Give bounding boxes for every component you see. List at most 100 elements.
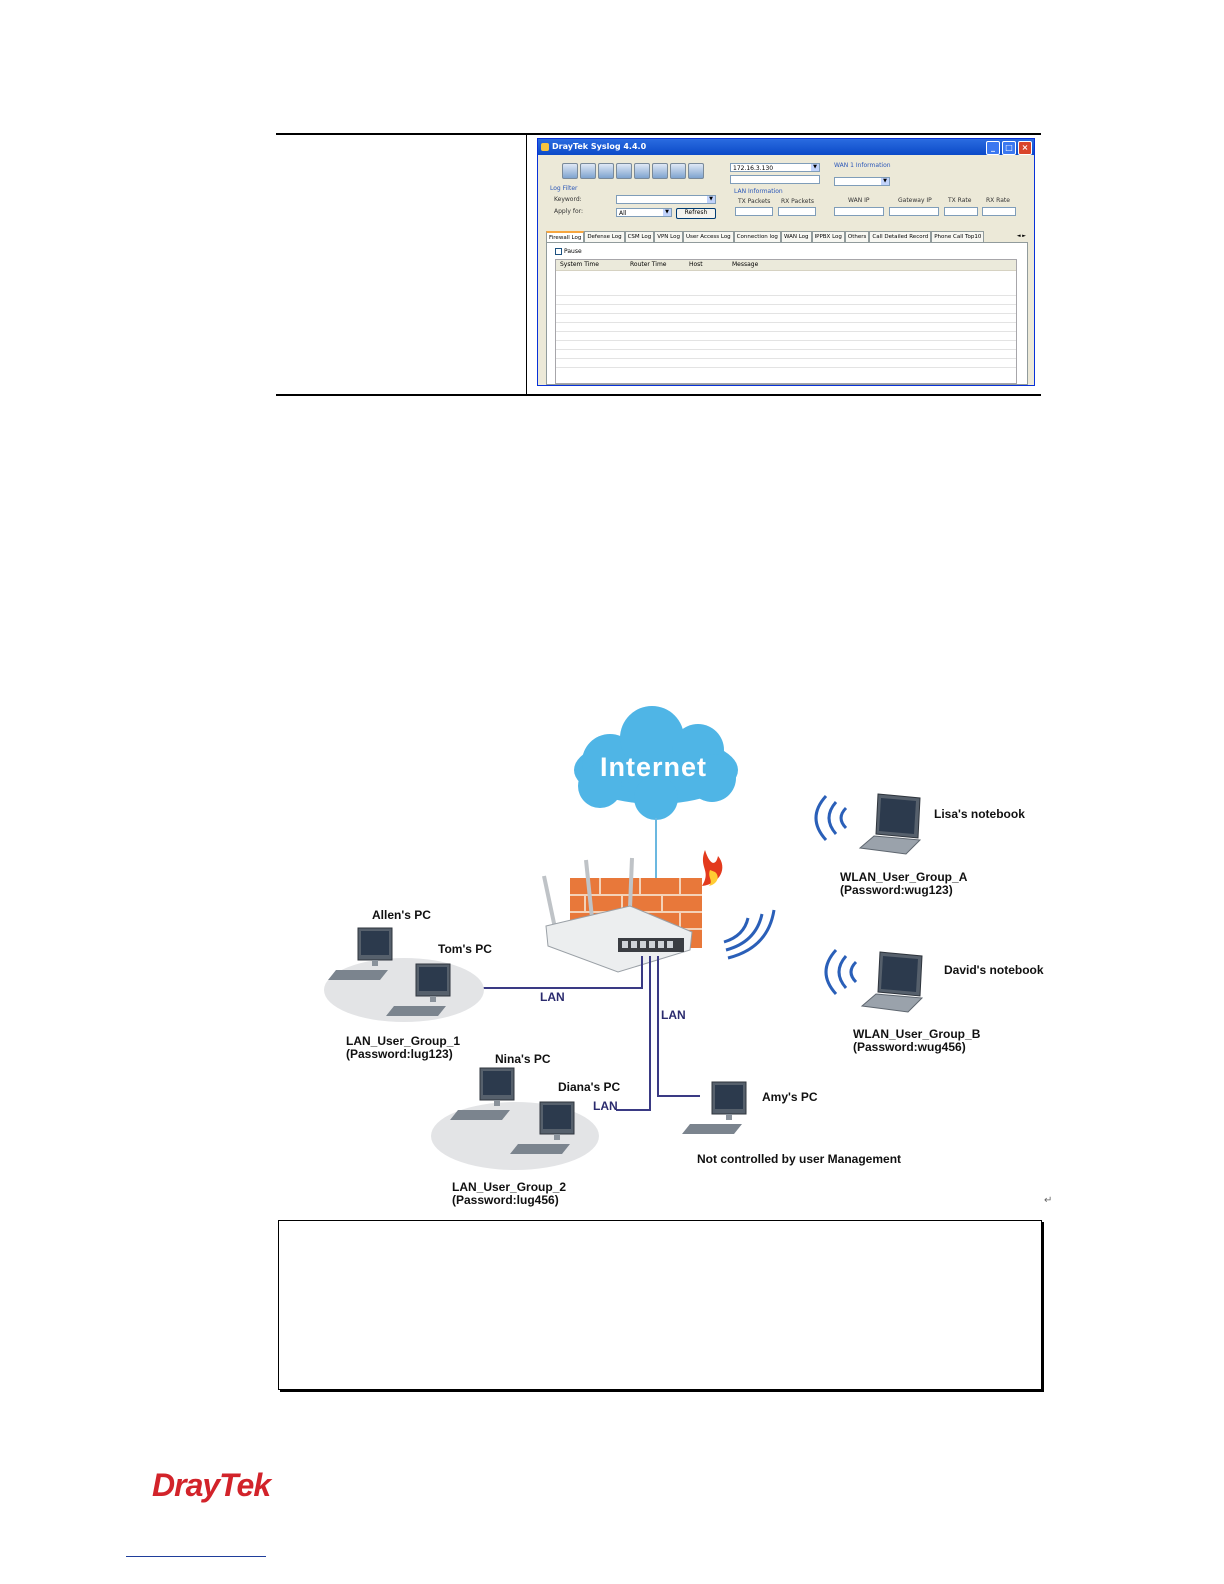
tab-ippbx-log[interactable]: IPPBX Log	[811, 231, 845, 242]
lan-group-1-password: (Password:lug123)	[346, 1047, 453, 1061]
wlan-group-b-password: (Password:wug456)	[853, 1040, 966, 1054]
refresh-button[interactable]: Refresh	[676, 208, 716, 219]
toolbar	[562, 163, 704, 179]
wan-ip-label: WAN IP	[848, 197, 870, 204]
tab-wan-log[interactable]: WAN Log	[780, 231, 812, 242]
desktop-pc-icon	[682, 1081, 747, 1134]
wireless-signal-icon	[824, 948, 858, 996]
chevron-down-icon: ▼	[881, 178, 889, 185]
keyword-label: Keyword:	[554, 196, 582, 203]
desktop-pc-icon	[510, 1101, 575, 1154]
close-button[interactable]: ×	[1018, 141, 1032, 155]
internet-label: Internet	[600, 752, 708, 782]
lan-link-label: LAN	[593, 1099, 618, 1113]
tab-scroll-arrows[interactable]: ◄ ►	[1016, 233, 1026, 239]
keyword-input[interactable]: ▼	[616, 195, 716, 204]
ip-select[interactable]: 172.16.3.130▼	[730, 163, 820, 172]
tx-rate-field	[944, 207, 978, 216]
lan-link-label: LAN	[661, 1008, 686, 1022]
table-row	[556, 358, 1016, 359]
wan-ip-field	[834, 207, 884, 216]
wireless-signal-icon	[814, 794, 848, 842]
tab-defense-log[interactable]: Defense Log	[584, 231, 625, 242]
maximize-button[interactable]: □	[1002, 141, 1016, 155]
pause-checkbox[interactable]: Pause	[555, 248, 582, 255]
table-row	[556, 295, 1016, 296]
rx-rate-label: RX Rate	[986, 197, 1010, 204]
globe-icon[interactable]	[634, 163, 650, 179]
david-notebook-label: David's notebook	[944, 963, 1044, 977]
tab-firewall-log[interactable]: Firewall Log	[546, 231, 585, 242]
tab-vpn-log[interactable]: VPN Log	[654, 231, 683, 242]
table-row	[556, 331, 1016, 332]
note-box	[278, 1220, 1042, 1390]
tab-phone-call-top10[interactable]: Phone Call Top10	[931, 231, 985, 242]
column-message[interactable]: Message	[732, 261, 759, 268]
apply-for-select[interactable]: All▼	[616, 208, 672, 217]
table-row	[556, 367, 1016, 368]
table-row	[556, 322, 1016, 323]
log-table-header: System Time Router Time Host Message	[556, 260, 1016, 271]
wan-select[interactable]: ▼	[834, 177, 890, 186]
minimize-button[interactable]: _	[986, 141, 1000, 155]
tab-connection-log[interactable]: Connection log	[733, 231, 781, 242]
laptop-icon	[860, 951, 924, 1013]
save-icon[interactable]	[562, 163, 578, 179]
lan-group-1-label: LAN_User_Group_1	[346, 1034, 461, 1048]
network-diagram-graphic	[324, 706, 924, 1170]
gateway-ip-label: Gateway IP	[898, 197, 932, 204]
tx-rate-label: TX Rate	[948, 197, 972, 204]
ip-status-field	[730, 175, 820, 184]
not-controlled-label: Not controlled by user Management	[697, 1152, 902, 1166]
window-title-bar: DrayTek Syslog 4.4.0 _ □ ×	[538, 139, 1034, 155]
log-table: System Time Router Time Host Message	[555, 259, 1017, 384]
chevron-down-icon: ▼	[663, 209, 671, 216]
allen-pc-label: Allen's PC	[372, 908, 431, 922]
rx-packets-label: RX Packets	[781, 198, 814, 205]
table-row	[556, 313, 1016, 314]
laptop-icon	[858, 793, 922, 855]
draytek-logo: DrayTek	[152, 1467, 271, 1503]
tab-csm-log[interactable]: CSM Log	[624, 231, 655, 242]
print-icon[interactable]	[616, 163, 632, 179]
tab-call-detailed-record[interactable]: Call Detailed Record	[869, 231, 932, 242]
column-system-time[interactable]: System Time	[560, 261, 599, 268]
firewall-log-pane: Pause System Time Router Time Host Messa…	[546, 242, 1028, 385]
cloud-icon	[574, 706, 738, 820]
table-column-divider	[526, 135, 527, 394]
tx-packets-label: TX Packets	[738, 198, 771, 205]
rx-packets-field	[778, 207, 816, 216]
chevron-down-icon: ▼	[707, 196, 715, 203]
chevron-down-icon: ▼	[811, 164, 819, 171]
checkbox-icon	[555, 248, 562, 255]
edit-icon[interactable]	[598, 163, 614, 179]
app-icon	[541, 143, 549, 151]
log-tabs: Firewall Log Defense Log CSM Log VPN Log…	[546, 231, 1028, 243]
apply-for-label: Apply for:	[554, 208, 584, 215]
desktop-pc-icon	[450, 1067, 515, 1120]
footer-rule	[126, 1556, 266, 1557]
tab-user-access-log[interactable]: User Access Log	[682, 231, 734, 242]
search-icon[interactable]	[670, 163, 686, 179]
table-row	[556, 340, 1016, 341]
tom-pc-label: Tom's PC	[438, 942, 492, 956]
tools-icon[interactable]	[652, 163, 668, 179]
open-icon[interactable]	[580, 163, 596, 179]
desktop-pc-icon	[386, 963, 451, 1016]
tx-packets-field	[735, 207, 773, 216]
lan-group-2-password: (Password:lug456)	[452, 1193, 559, 1207]
tab-others[interactable]: Others	[844, 231, 870, 242]
column-router-time[interactable]: Router Time	[630, 261, 667, 268]
wlan-group-a-label: WLAN_User_Group_A	[840, 870, 968, 884]
refresh-icon[interactable]	[688, 163, 704, 179]
wlan-group-b-label: WLAN_User_Group_B	[853, 1027, 981, 1041]
table-top-rule	[276, 133, 1041, 135]
amy-pc-label: Amy's PC	[762, 1090, 818, 1104]
log-filter-label: Log Filter	[550, 185, 578, 192]
lan-group-2-label: LAN_User_Group_2	[452, 1180, 567, 1194]
wan-info-label: WAN 1 Information	[834, 162, 891, 169]
lan-info-label: LAN Information	[734, 188, 783, 195]
window-title: DrayTek Syslog 4.4.0	[552, 142, 647, 151]
lan-link-label: LAN	[540, 990, 565, 1004]
column-host[interactable]: Host	[689, 261, 703, 268]
